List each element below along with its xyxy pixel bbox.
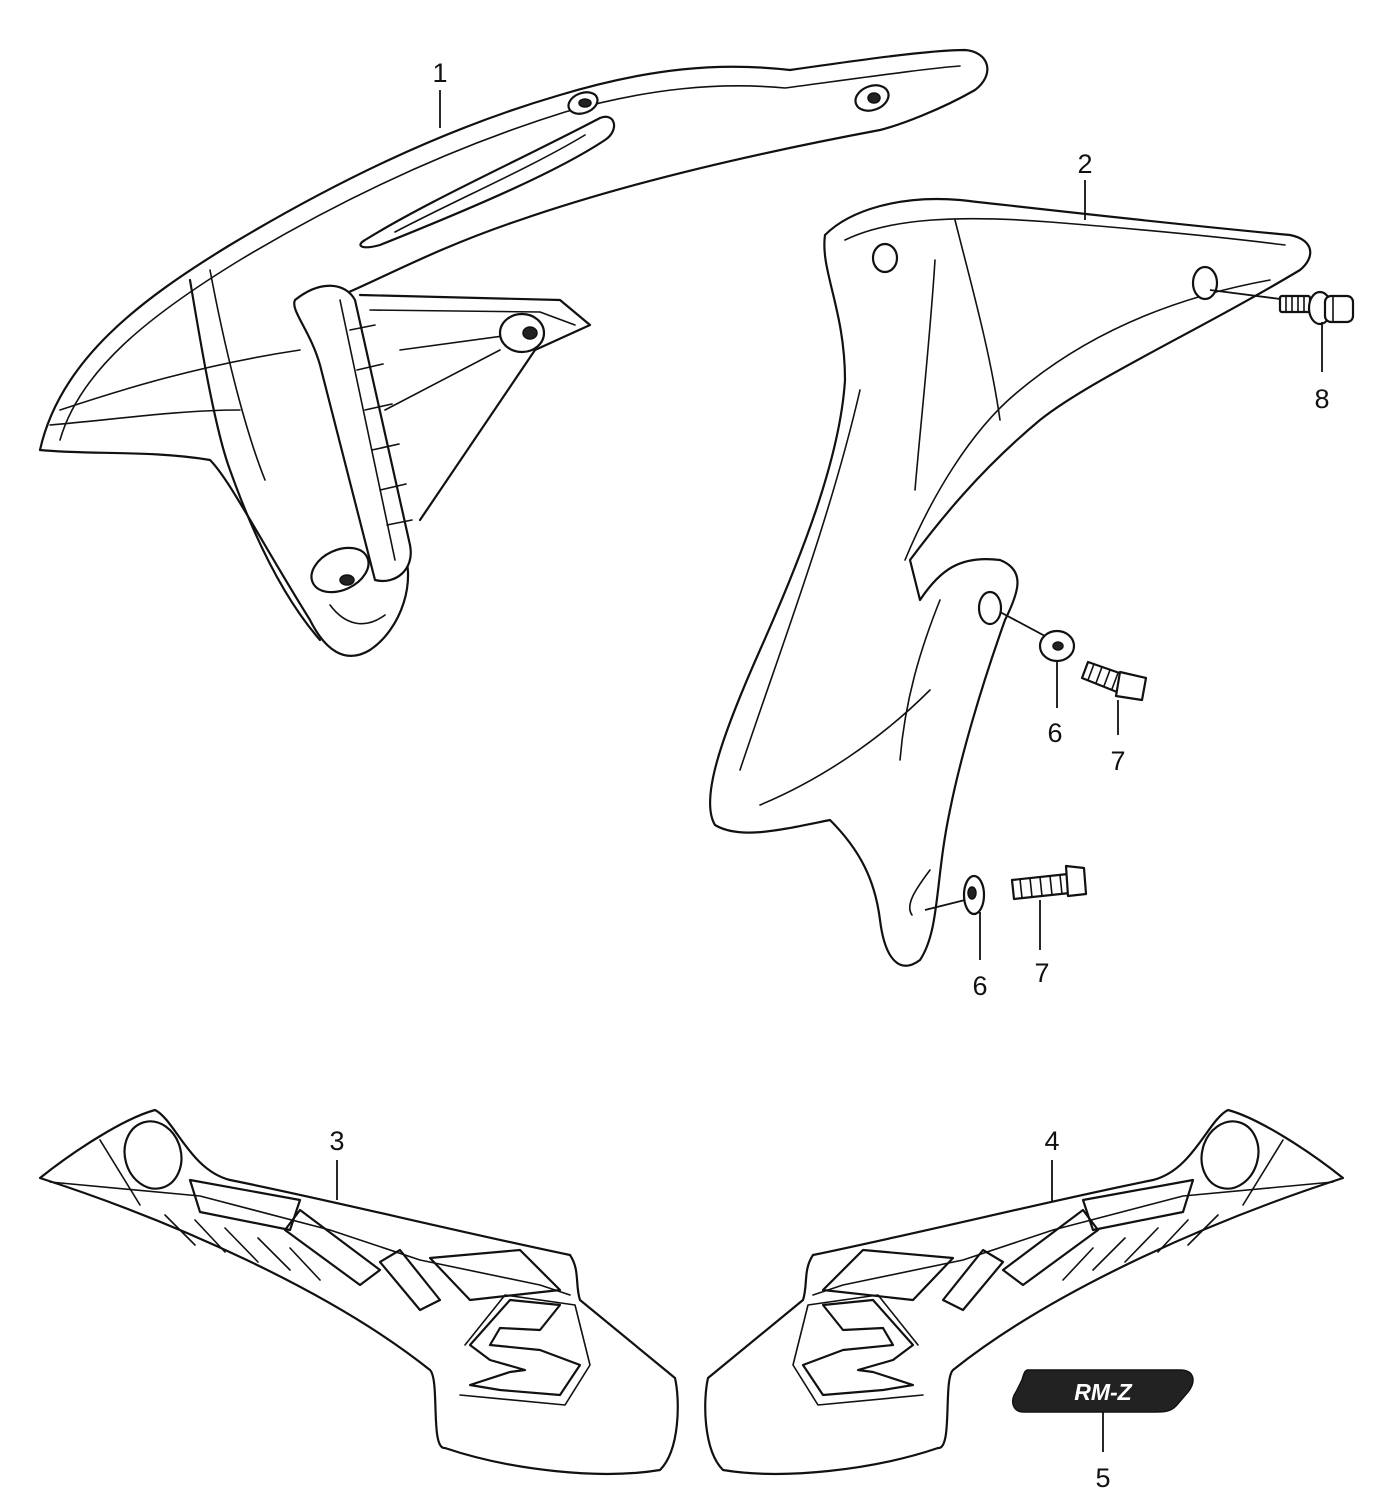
bolt-7-lower (1010, 864, 1088, 901)
callout-7-lower: 7 (1034, 958, 1049, 988)
bolt-7-upper (1080, 660, 1148, 702)
part-5-emblem: RM-Z (1011, 1369, 1194, 1413)
callout-6-upper: 6 (1047, 718, 1062, 748)
callout-5: 5 (1095, 1463, 1110, 1493)
callout-6-lower: 6 (972, 971, 987, 1001)
part-4-decal-right (704, 1108, 1345, 1475)
washer-6-upper (999, 611, 1076, 663)
leader-lines (336, 90, 1323, 1452)
washer-6-lower (924, 874, 986, 916)
callout-3: 3 (329, 1126, 344, 1156)
callout-2: 2 (1077, 149, 1092, 179)
callout-8: 8 (1314, 384, 1329, 414)
emblem-text: RM-Z (1074, 1379, 1132, 1405)
part-3-decal-left (38, 1108, 679, 1475)
part-2-cover (708, 197, 1312, 967)
callout-7-upper: 7 (1110, 746, 1125, 776)
callout-4: 4 (1044, 1126, 1059, 1156)
part-1-shroud (38, 48, 989, 657)
callout-1: 1 (432, 58, 447, 88)
bolt-8 (1209, 289, 1355, 326)
callouts: 1 2 8 6 7 6 7 3 4 5 (329, 58, 1329, 1493)
